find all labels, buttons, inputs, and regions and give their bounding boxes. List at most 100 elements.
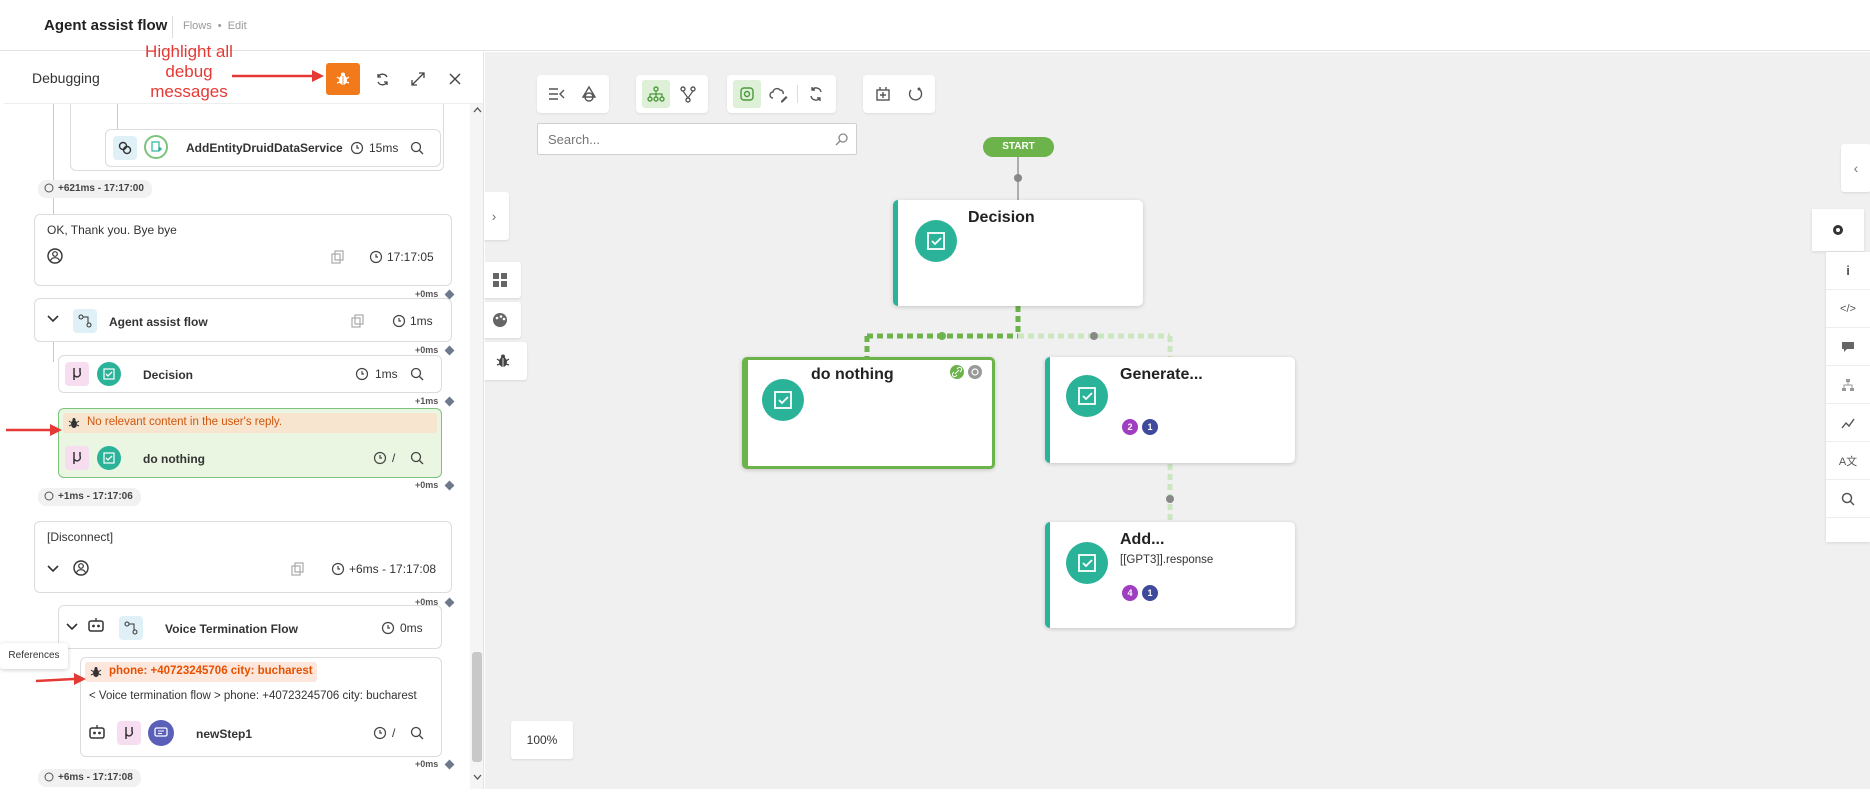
flow-icon <box>73 309 97 333</box>
timestamp: +1ms - 17:17:06 <box>58 491 133 502</box>
search-button[interactable] <box>1826 480 1870 518</box>
zoom-in-icon[interactable] <box>410 726 424 740</box>
hierarchy-icon <box>1842 378 1854 391</box>
chevron-down-icon[interactable] <box>47 565 59 573</box>
chevron-down-icon[interactable] <box>47 315 59 323</box>
timestamp: +621ms - 17:17:00 <box>58 183 144 194</box>
do-nothing-step-card[interactable]: No relevant content in the user's reply.… <box>58 408 442 478</box>
flow-card-agent-assist[interactable]: Agent assist flow 1ms <box>34 298 452 342</box>
collapse-right-button[interactable]: ‹ <box>1841 144 1870 192</box>
checkbox-step-icon <box>97 446 121 470</box>
message-text: [Disconnect] <box>47 530 114 544</box>
disconnect-message-card[interactable]: [Disconnect] +6ms - 17:17:08 <box>34 521 452 593</box>
refresh-icon <box>376 73 388 85</box>
debug-message-text: No relevant content in the user's reply. <box>87 416 283 428</box>
clock-icon <box>331 562 345 576</box>
flow-canvas[interactable]: › START Decision do nothing <box>479 52 1870 789</box>
debug-message-text: phone: +40723245706 city: bucharest <box>109 665 313 677</box>
checkbox-node-icon <box>1066 375 1108 417</box>
grid-view-button[interactable] <box>479 262 521 298</box>
start-node[interactable]: START <box>983 137 1054 157</box>
code-icon: </> <box>1840 302 1856 315</box>
close-button[interactable] <box>440 64 470 94</box>
copy-icon[interactable] <box>351 314 365 328</box>
decision-step-card[interactable]: Decision 1ms <box>58 355 442 393</box>
collapse-list-icon[interactable] <box>543 80 571 108</box>
branch-icon[interactable] <box>674 80 702 108</box>
chevron-down-icon[interactable] <box>66 623 78 631</box>
timer-icon <box>355 367 369 381</box>
timestamp-pill: +1ms - 17:17:06 <box>38 488 141 506</box>
robot-icon <box>88 618 104 632</box>
chevron-right-icon: › <box>491 208 497 224</box>
do-nothing-node[interactable]: do nothing <box>742 357 995 469</box>
chat-button[interactable] <box>1826 328 1870 366</box>
service-card[interactable]: AddEntityDruidDataService 15ms <box>105 129 441 167</box>
translate-button[interactable]: A文 <box>1826 442 1870 480</box>
reset-icon[interactable] <box>901 80 929 108</box>
analytics-button[interactable] <box>1826 404 1870 442</box>
step-time: / <box>392 451 396 465</box>
service-time: 15ms <box>369 141 399 155</box>
decision-node[interactable]: Decision <box>893 200 1143 306</box>
zoom-in-icon[interactable] <box>410 141 424 155</box>
canvas-search <box>537 123 857 155</box>
scroll-up-icon[interactable] <box>473 106 482 113</box>
expand-button[interactable] <box>403 64 433 94</box>
scroll-down-icon[interactable] <box>473 774 482 781</box>
zoom-in-icon[interactable] <box>410 451 424 465</box>
user-message-card[interactable]: OK, Thank you. Bye bye 17:17:05 <box>34 214 452 286</box>
app-header: Agent assist flow Flows • Edit <box>0 0 1870 51</box>
service-name: AddEntityDruidDataService <box>186 141 343 155</box>
debug-toggle-button[interactable] <box>479 342 527 380</box>
search-icon[interactable] <box>835 133 848 146</box>
scrollbar-thumb[interactable] <box>472 652 482 762</box>
copy-icon[interactable] <box>331 250 345 264</box>
card-partial <box>70 104 444 171</box>
step-time: / <box>392 726 396 740</box>
highlight-debug-button[interactable] <box>326 63 360 95</box>
timeline-marker <box>444 480 455 491</box>
debug-panel: Debugging AddEntityDruidDataService 15ms <box>4 52 484 789</box>
shapes-icon[interactable] <box>575 80 603 108</box>
refresh-button[interactable] <box>367 64 397 94</box>
annotation-line: Highlight all <box>145 42 233 61</box>
ai-brain-icon[interactable] <box>733 80 761 108</box>
node-title: Generate... <box>1120 366 1203 383</box>
settings-icon[interactable] <box>968 365 982 379</box>
palette-button[interactable] <box>479 302 521 338</box>
chat-icon <box>1842 341 1854 352</box>
expand-panel-button[interactable]: › <box>479 192 509 240</box>
link-icon[interactable] <box>950 365 964 379</box>
connector-dot <box>1014 174 1022 182</box>
cloud-edit-icon[interactable] <box>765 80 793 108</box>
tree-layout-icon[interactable] <box>642 80 670 108</box>
annotation-highlight: Highlight all debug messages <box>136 42 242 102</box>
hierarchy-button[interactable] <box>1826 366 1870 404</box>
info-button[interactable]: i <box>1826 252 1870 290</box>
service-type-icon <box>113 136 137 160</box>
message-text: OK, Thank you. Bye bye <box>47 223 177 237</box>
timer-icon <box>44 772 54 782</box>
zoom-level[interactable]: 100% <box>511 721 573 759</box>
zoom-in-icon[interactable] <box>410 367 424 381</box>
time-offset: +0ms <box>415 480 439 490</box>
search-input[interactable] <box>538 124 818 154</box>
refresh-sync-icon[interactable] <box>802 80 830 108</box>
settings-button[interactable] <box>1812 209 1864 251</box>
right-toolbar: i </> A文 <box>1826 252 1870 542</box>
new-step-card[interactable]: phone: +40723245706 city: bucharest < Vo… <box>80 657 442 757</box>
flow-card-voice-termination[interactable]: Voice Termination Flow 0ms <box>58 605 442 649</box>
debug-scrollbar[interactable] <box>470 104 483 789</box>
data-service-icon <box>144 135 168 159</box>
breadcrumb-flows[interactable]: Flows <box>183 20 212 32</box>
timer-icon <box>373 451 387 465</box>
add-node-icon[interactable] <box>869 80 897 108</box>
code-button[interactable]: </> <box>1826 290 1870 328</box>
generate-node[interactable]: Generate... 2 1 <box>1045 357 1295 463</box>
branch-type-icon <box>65 446 89 470</box>
checkbox-node-icon <box>1066 542 1108 584</box>
add-node[interactable]: Add... [[GPT3]].response 4 1 <box>1045 522 1295 628</box>
copy-icon[interactable] <box>291 562 305 576</box>
palette-icon <box>493 313 507 327</box>
